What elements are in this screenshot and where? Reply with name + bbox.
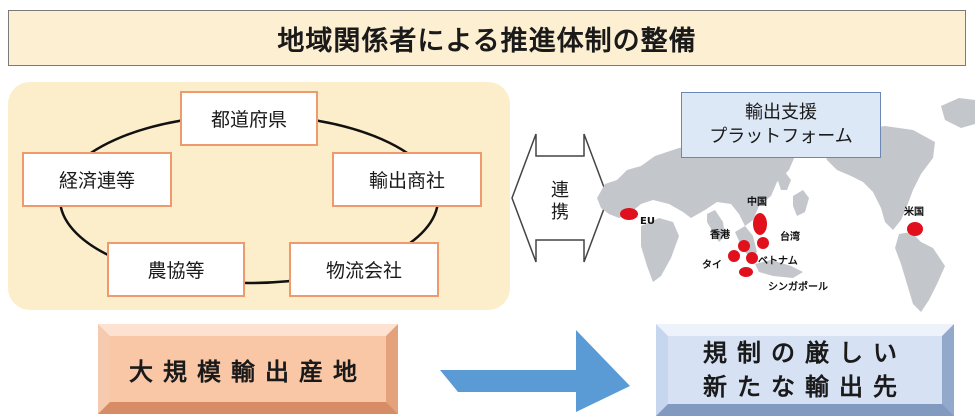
large-scale-export-area-box: 大規模輸出産地 (98, 324, 398, 414)
map-label-singapore: シンガポール (768, 282, 828, 293)
map-label-eu: EU (640, 216, 655, 227)
map-label-hongkong: 香港 (710, 230, 730, 241)
node-export-trader: 輸出商社 (332, 152, 482, 207)
platform-line1: 輸出支援 (745, 102, 817, 123)
right-arrow-icon (440, 330, 630, 412)
collaboration-label: 連 携 (548, 180, 572, 224)
node-prefecture: 都道府県 (180, 91, 318, 146)
source-label: 大規模輸出産地 (129, 357, 367, 386)
page-title: 地域関係者による推進体制の整備 (277, 25, 697, 57)
destination-line1: 規制の厳しい (703, 339, 907, 367)
title-banner: 地域関係者による推進体制の整備 (8, 10, 966, 66)
node-prefecture-label: 都道府県 (210, 109, 287, 131)
destination-line2: 新たな輸出先 (703, 373, 907, 401)
map-label-vietnam: ベトナム (758, 256, 798, 267)
map-label-china: 中国 (747, 197, 767, 208)
platform-line2: プラットフォーム (709, 126, 853, 147)
node-economic-federation-label: 経済連等 (58, 170, 135, 192)
node-logistics-label: 物流会社 (325, 260, 402, 282)
node-agri-coop-label: 農協等 (147, 260, 205, 282)
node-export-trader-label: 輸出商社 (368, 170, 445, 192)
collaboration-label-line1: 連 (551, 180, 569, 201)
node-economic-federation: 経済連等 (22, 152, 172, 207)
new-export-destination-box: 規制の厳しい 新たな輸出先 (656, 324, 954, 416)
map-label-taiwan: 台湾 (780, 232, 800, 243)
map-label-usa: 米国 (904, 207, 924, 218)
export-support-platform-box: 輸出支援 プラットフォーム (681, 92, 881, 158)
map-label-thailand: タイ (702, 260, 722, 271)
collaboration-label-line2: 携 (551, 202, 569, 223)
node-logistics: 物流会社 (289, 242, 439, 297)
node-agri-coop: 農協等 (107, 242, 245, 297)
